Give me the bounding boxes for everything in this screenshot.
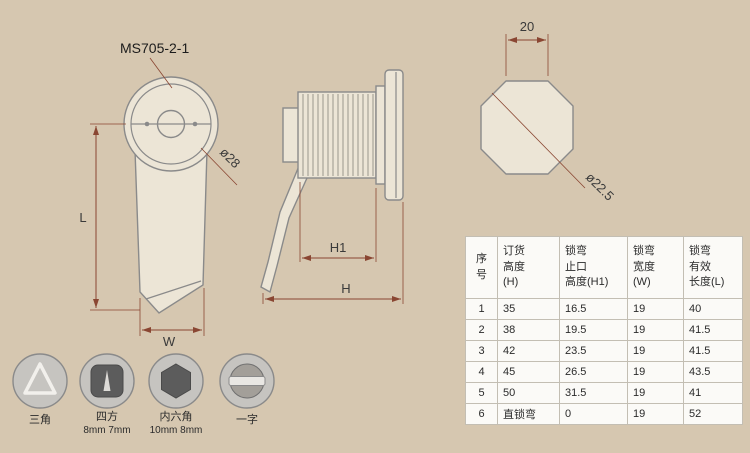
cell-index: 4: [465, 361, 498, 383]
table-row: 6 直锁弯 0 19 52: [465, 403, 743, 425]
cam-diameter-leader: [491, 92, 586, 189]
dim-20: 20: [505, 19, 549, 76]
dim-H: H: [262, 202, 404, 304]
cell-h1: 26.5: [559, 361, 628, 383]
col-header-stop-height: 锁弯 止口 高度(H1): [559, 236, 628, 299]
face-dot-right: [192, 121, 198, 127]
cell-h1: 16.5: [559, 298, 628, 320]
key-label-hex: 内六角: [160, 409, 193, 423]
col-header-order-height: 订货 高度 (H): [497, 236, 560, 299]
key-icon-hex: 内六角 10mm 8mm: [148, 353, 204, 436]
spec-header-row: 序 号 订货 高度 (H) 锁弯 止口 高度(H1) 锁弯 宽度 (W) 锁弯 …: [465, 236, 743, 299]
cell-h1: 31.5: [559, 382, 628, 404]
cell-l: 41.5: [683, 340, 743, 362]
spec-table: 序 号 订货 高度 (H) 锁弯 止口 高度(H1) 锁弯 宽度 (W) 锁弯 …: [465, 236, 743, 425]
triangle-icon: [23, 362, 57, 395]
cell-h1: 23.5: [559, 340, 628, 362]
cell-w: 19: [627, 319, 684, 341]
dim-L-label: L: [79, 210, 86, 225]
table-row: 1 35 16.5 19 40: [465, 298, 743, 320]
key-size-square: 8mm 7mm: [83, 425, 130, 436]
cell-index: 2: [465, 319, 498, 341]
face-dot-left: [144, 121, 150, 127]
square-keyhole: [103, 370, 111, 391]
cell-h: 45: [497, 361, 560, 383]
cell-l: 41: [683, 382, 743, 404]
key-icon-slot: 一字: [219, 353, 275, 426]
hexagon-icon: [161, 363, 191, 399]
cell-h: 50: [497, 382, 560, 404]
part-number-leader: [149, 57, 173, 89]
head-diameter-label: ø28: [217, 145, 243, 171]
cell-h: 42: [497, 340, 560, 362]
col-header-effective-length: 锁弯 有效 长度(L): [683, 236, 743, 299]
rear-step: [282, 107, 300, 163]
cell-w: 19: [627, 298, 684, 320]
spec-table-container: 序 号 订货 高度 (H) 锁弯 止口 高度(H1) 锁弯 宽度 (W) 锁弯 …: [465, 236, 743, 425]
dim-20-label: 20: [520, 19, 534, 34]
cam-lever-side: [260, 164, 308, 294]
lock-front-view: [123, 76, 219, 314]
table-row: 5 50 31.5 19 41: [465, 382, 743, 404]
key-icon-triangle: 三角: [12, 353, 68, 426]
cell-index: 5: [465, 382, 498, 404]
cell-h1: 19.5: [559, 319, 628, 341]
head-diameter-leader: [200, 147, 238, 186]
dim-H1: H1: [299, 182, 377, 262]
cell-l: 43.5: [683, 361, 743, 383]
cell-h1: 0: [559, 403, 628, 425]
cell-h: 直锁弯: [497, 403, 560, 425]
cam-bend-line: [145, 280, 202, 300]
slot-icon: [228, 376, 266, 386]
threaded-body: [297, 91, 377, 179]
head-flange: [384, 69, 404, 201]
cell-h: 38: [497, 319, 560, 341]
washer: [375, 85, 386, 185]
key-label-triangle: 三角: [29, 413, 51, 426]
table-row: 3 42 23.5 19 41.5: [465, 340, 743, 362]
key-label-square: 四方: [96, 409, 118, 423]
cell-w: 19: [627, 382, 684, 404]
cell-w: 19: [627, 340, 684, 362]
dim-W: W: [139, 288, 205, 349]
cell-l: 40: [683, 298, 743, 320]
key-size-hex: 10mm 8mm: [150, 425, 203, 436]
col-header-cam-width: 锁弯 宽度 (W): [627, 236, 684, 299]
cell-l: 41.5: [683, 319, 743, 341]
key-icon-square: 四方 8mm 7mm: [79, 353, 135, 436]
cam-hole-view: ø22.5 20: [480, 19, 617, 204]
cell-w: 19: [627, 403, 684, 425]
key-label-slot: 一字: [236, 412, 258, 426]
cell-h: 35: [497, 298, 560, 320]
table-row: 2 38 19.5 19 41.5: [465, 319, 743, 341]
table-row: 4 45 26.5 19 43.5: [465, 361, 743, 383]
cam-body-front: [134, 149, 208, 314]
dim-W-label: W: [163, 334, 176, 349]
dim-H-label: H: [341, 281, 350, 296]
cell-w: 19: [627, 361, 684, 383]
dim-L: L: [79, 123, 140, 311]
cell-index: 6: [465, 403, 498, 425]
cell-index: 1: [465, 298, 498, 320]
cam-octagon: [480, 80, 574, 175]
cam-diameter-label: ø22.5: [583, 170, 617, 204]
cell-l: 52: [683, 403, 743, 425]
lock-side-view: [260, 69, 404, 294]
key-type-icons: 三角 四方 8mm 7mm 内六角 10mm 8mm: [12, 353, 275, 436]
part-number-label: MS705-2-1: [120, 40, 189, 56]
thread-hatching: [302, 94, 374, 176]
cell-index: 3: [465, 340, 498, 362]
dim-H1-label: H1: [330, 240, 347, 255]
col-header-index: 序 号: [465, 236, 498, 299]
